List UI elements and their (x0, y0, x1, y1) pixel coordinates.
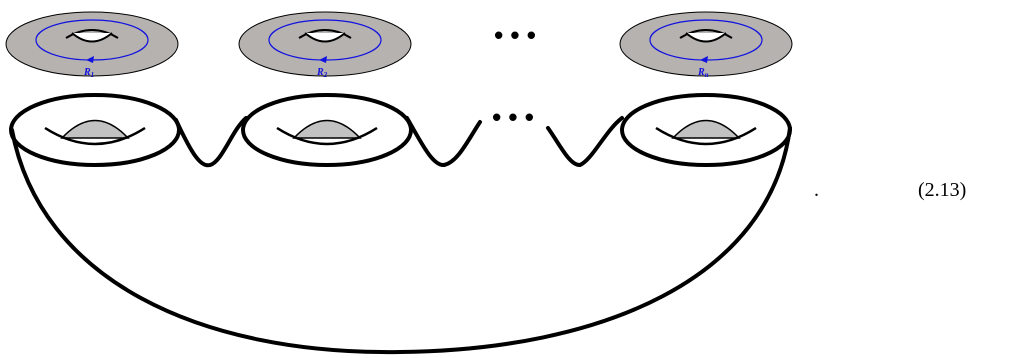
equation-number: (2.13) (918, 179, 966, 202)
label-rn-sub: n (705, 71, 709, 79)
bottom-ellipsis: • • • (492, 102, 534, 132)
top-torus-n: Rn (620, 12, 792, 79)
handle-holes (45, 121, 756, 145)
label-r2-sub: 2 (323, 71, 328, 79)
saddle-2-right (407, 118, 480, 165)
top-torus-2: R2 (239, 12, 411, 79)
top-torus-1: R1 (6, 12, 178, 79)
equation-period: . (814, 179, 819, 202)
saddle-left-n (548, 118, 622, 165)
top-ellipsis: • • • (494, 20, 536, 50)
label-r1-sub: 1 (91, 71, 95, 79)
saddle-1-2 (176, 118, 246, 165)
handlebody (11, 95, 790, 352)
